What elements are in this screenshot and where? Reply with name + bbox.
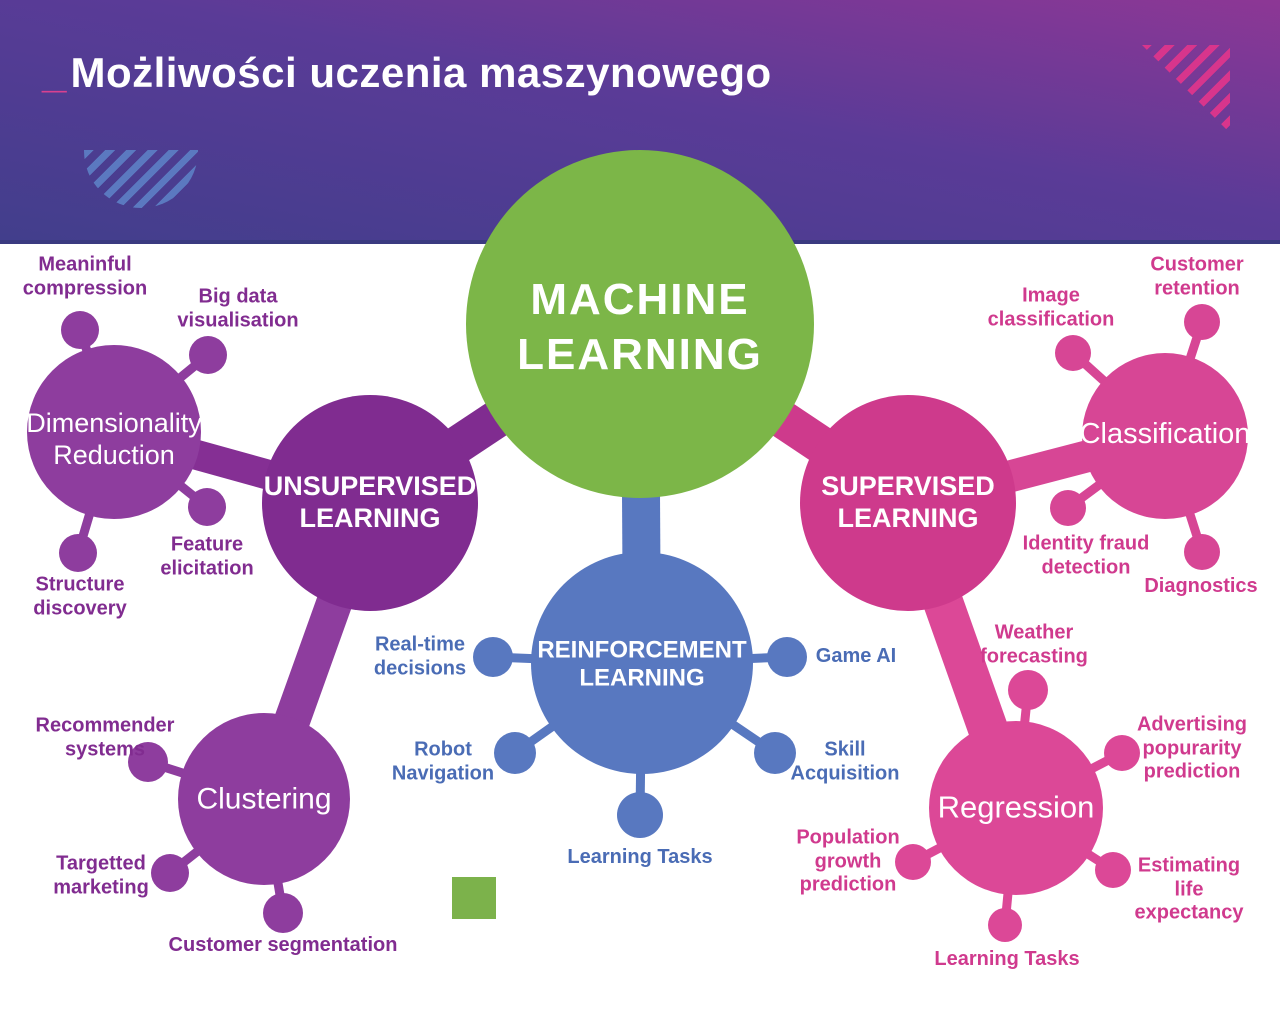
feature-elicitation-label: Feature elicitation (160, 533, 254, 579)
title-text: Możliwości uczenia maszynowego (70, 49, 772, 96)
learning-tasks-reinforcement-label: Learning Tasks (567, 846, 713, 869)
reinforcement-learning-circle (531, 552, 753, 774)
dot-feature-elicitation (188, 488, 226, 526)
dot-meaninful-compression (61, 311, 99, 349)
recommender-systems-label: Recommender systems (35, 714, 175, 760)
dot-recommender-systems (128, 742, 168, 782)
dimensionality-reduction-label: Dimensionality Reduction (26, 408, 202, 470)
supervised-learning-label: SUPERVISED LEARNING (821, 471, 995, 533)
identity-fraud-detection-label: Identity fraud detection (1022, 532, 1150, 578)
customer-retention-label: Customer retention (1150, 253, 1244, 299)
advertising-popurarity-label: Advertising popurarity prediction (1136, 713, 1248, 783)
classification-label: Classification (1079, 417, 1251, 450)
dimensionality-reduction-circle (27, 345, 201, 519)
image-classification-label: Image classification (987, 284, 1115, 330)
dot-robot-navigation (494, 732, 536, 774)
dot-population-growth (895, 844, 931, 880)
dot-image-classification (1055, 335, 1091, 371)
dot-diagnostics (1184, 534, 1220, 570)
dot-big-data-visualisation (189, 336, 227, 374)
learning-tasks-regression-label: Learning Tasks (934, 948, 1080, 971)
population-growth-label: Population growth prediction (796, 826, 900, 896)
dot-estimating-life-expectancy (1095, 852, 1131, 888)
dot-learning-tasks-reinforcement (617, 792, 663, 838)
customer-segmentation-label: Customer segmentation (168, 934, 398, 957)
regression-label: Regression (937, 789, 1095, 825)
clustering-label: Clustering (196, 782, 332, 816)
dot-customer-retention (1184, 304, 1220, 340)
skill-acquisition-label: Skill Acquisition (790, 738, 900, 784)
supervised-learning-circle (800, 395, 1016, 611)
diagnostics-label: Diagnostics (1144, 575, 1258, 598)
classification-circle (1082, 353, 1248, 519)
dot-real-time-decisions (473, 637, 513, 677)
meaninful-compression-label: Meaninful compression (22, 253, 148, 299)
dot-structure-discovery (59, 534, 97, 572)
structure-discovery-label: Structure discovery (33, 573, 127, 619)
targetted-marketing-label: Targetted marketing (53, 852, 149, 898)
dot-identity-fraud-detection (1050, 490, 1086, 526)
robot-navigation-label: Robot Navigation (391, 738, 495, 784)
machine-learning-circle (466, 150, 814, 498)
estimating-life-expectancy-label: Estimating life expectancy (1134, 854, 1244, 924)
dot-game-ai (767, 637, 807, 677)
unsupervised-learning-circle (262, 395, 478, 611)
reinforcement-learning-label: REINFORCEMENT LEARNING (537, 636, 747, 692)
dot-weather-forecasting (1008, 670, 1048, 710)
big-data-visualisation-label: Big data visualisation (177, 285, 299, 331)
green-square-decor (452, 877, 496, 919)
dot-learning-tasks-regression (988, 908, 1022, 942)
dot-skill-acquisition (754, 732, 796, 774)
dot-advertising-popurarity (1104, 735, 1140, 771)
dot-targetted-marketing (151, 854, 189, 892)
regression-circle (929, 721, 1103, 895)
page-title: _ Możliwości uczenia maszynowego (42, 48, 772, 98)
unsupervised-learning-label: UNSUPERVISED LEARNING (263, 471, 477, 533)
dot-customer-segmentation (263, 893, 303, 933)
clustering-circle (178, 713, 350, 885)
title-underscore-accent: _ (42, 48, 67, 97)
game-ai-label: Game AI (815, 645, 897, 668)
real-time-decisions-label: Real-time decisions (373, 633, 467, 679)
weather-forecasting-label: Weather forecasting (980, 621, 1088, 667)
machine-learning-label: MACHINE LEARNING (517, 275, 763, 379)
